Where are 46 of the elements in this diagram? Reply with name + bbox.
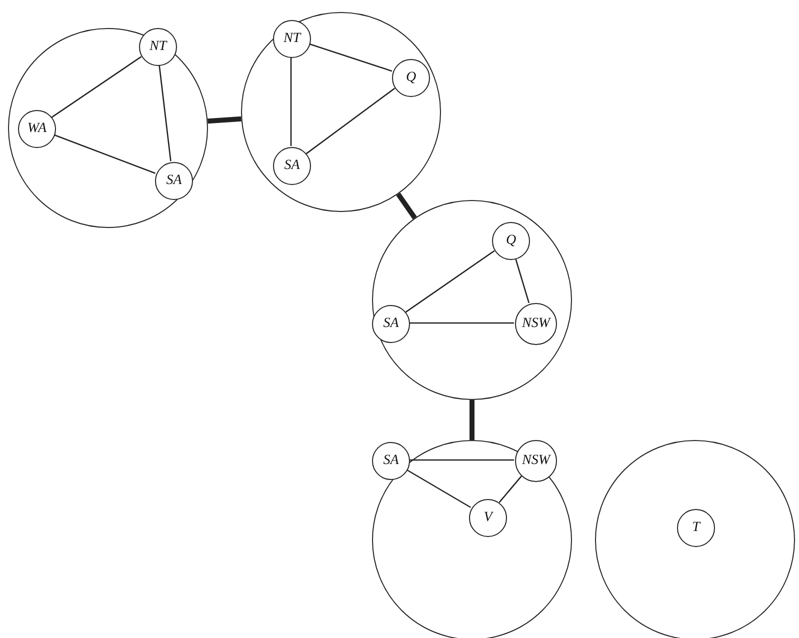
cluster-circle [372,200,572,400]
variable-label: NSW [522,453,550,469]
constraint-line [409,322,514,324]
constraint-line [54,134,156,174]
variable-circle [18,110,56,148]
variable-label: T [692,520,700,536]
variable-label: Q [506,233,516,249]
variable-label: SA [284,158,300,174]
variable-circle [515,303,557,345]
constraint-line [290,57,292,146]
variable-label: NT [149,39,167,55]
constraint-line [406,469,471,508]
variable-circle [372,305,410,343]
cluster-circle [241,12,441,212]
constraint-line [409,459,514,461]
variable-label: V [484,510,492,526]
variable-circle [469,499,507,537]
constraint-line [158,64,172,162]
constraint-line [498,476,522,503]
variable-label: SA [383,316,399,332]
cluster-circle [8,28,208,228]
variable-label: SA [383,453,399,469]
constraint-line [51,56,142,118]
variable-label: Q [406,70,416,86]
constraint-line [308,43,392,72]
constraint-line [306,88,396,154]
variable-label: NSW [522,316,550,332]
separator-link [208,116,242,124]
variable-circle [515,440,557,482]
variable-circle [273,20,311,58]
variable-circle [273,147,311,185]
variable-circle [677,509,715,547]
constraint-line [514,258,530,304]
variable-circle [392,59,430,97]
variable-circle [139,28,177,66]
cluster-circle [595,440,795,638]
cluster-circle [372,440,572,638]
separator-link [396,192,417,220]
variable-circle [155,162,193,200]
variable-label: NT [283,31,301,47]
constraint-line [405,250,495,313]
variable-circle [372,442,410,480]
variable-circle [492,222,530,260]
variable-label: WA [27,121,47,137]
variable-label: SA [166,173,182,189]
separator-link [470,400,474,440]
